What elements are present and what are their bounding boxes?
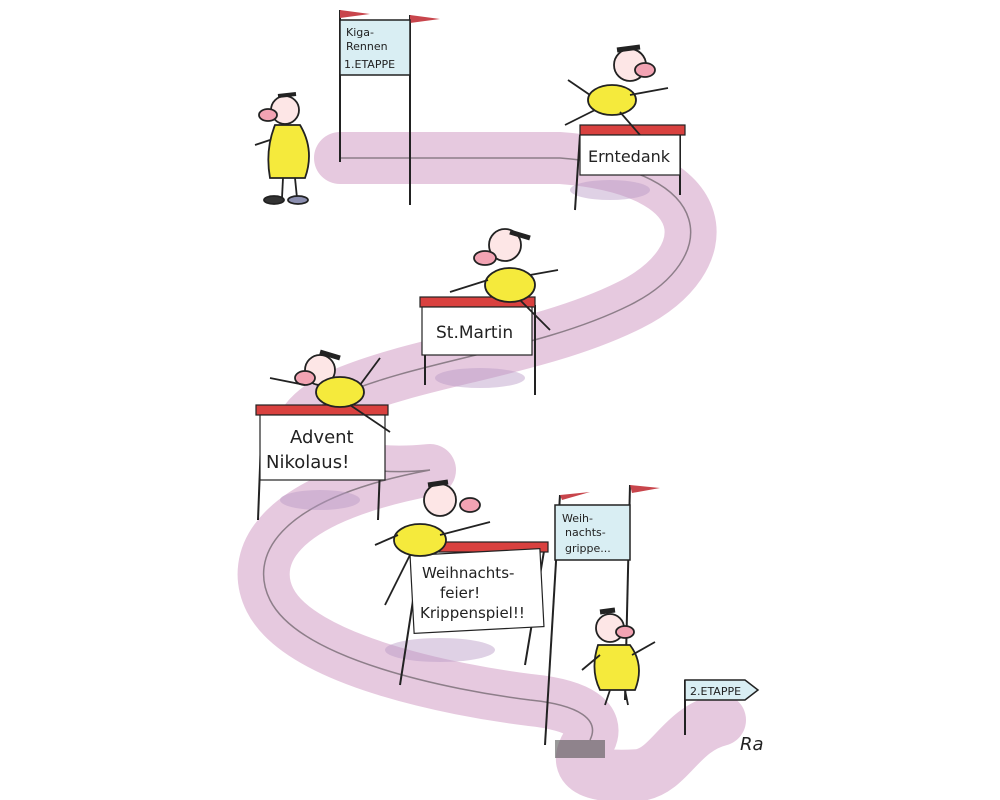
start-flag-left	[340, 10, 370, 18]
grippe-line2: nachts-	[565, 526, 606, 539]
runner-stumbling-4	[374, 479, 491, 606]
weihnacht-line1: Weihnachts-	[422, 564, 514, 582]
hurdle-erntedank: Erntedank	[574, 124, 686, 211]
runner-jumping-1	[564, 44, 669, 136]
st-martin-label: St.Martin	[436, 323, 513, 343]
hurdle-st-martin: St.Martin	[419, 296, 536, 395]
stage-2-sign: 2.ETAPPE	[684, 679, 760, 735]
hurdle-weihnachtsfeier: Weihnachts- feier! Krippenspiel!!	[399, 541, 549, 686]
start-sign-line3: 1.ETAPPE	[344, 58, 395, 71]
erntedank-label: Erntedank	[588, 147, 671, 166]
start-sign-line1: Kiga-	[346, 26, 374, 39]
weihnacht-line2: feier!	[440, 584, 480, 602]
artist-signature: Ra	[740, 734, 764, 755]
start-sign	[339, 19, 411, 76]
advent-line1: Advent	[290, 427, 354, 448]
finish-gate: Weih- nachts- grippe...	[544, 484, 660, 746]
advent-line2: Nikolaus!	[266, 452, 349, 473]
finish-flag-left	[560, 492, 590, 500]
grippe-line1: Weih-	[562, 512, 593, 525]
weihnachtsgrippe-sign	[554, 504, 631, 561]
grippe-line3: grippe...	[565, 542, 611, 555]
runner-jumping-2	[449, 228, 559, 331]
race-track	[237, 132, 746, 800]
teacher-figure	[254, 92, 310, 205]
finish-flag-right	[630, 485, 660, 493]
start-flag-right	[410, 15, 440, 23]
weihnacht-line3: Krippenspiel!!	[420, 604, 525, 622]
start-sign-line2: Rennen	[346, 40, 388, 53]
hurdle-advent-nikolaus: Advent Nikolaus!	[255, 404, 389, 521]
start-gate: Kiga- Rennen 1.ETAPPE	[339, 10, 440, 205]
runner-sick-5	[581, 607, 656, 706]
runner-jumping-3	[269, 349, 391, 433]
stage-2-label: 2.ETAPPE	[690, 685, 741, 698]
